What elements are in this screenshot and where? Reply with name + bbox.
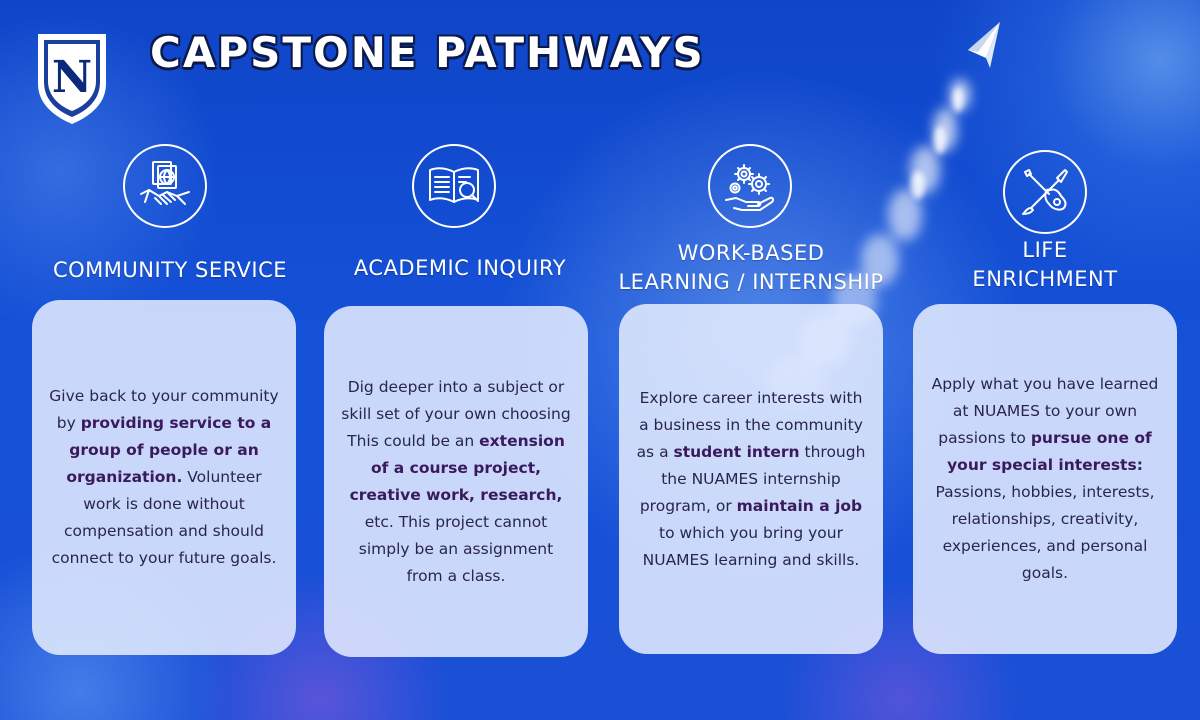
bold-text-segment: pursue one of your special interests:: [947, 429, 1152, 474]
life-enrichment-icon-circle: [1003, 150, 1087, 234]
work-based-card: Explore career interests with a business…: [619, 304, 883, 654]
heading-line: ENRICHMENT: [972, 267, 1118, 291]
life-enrichment-card: Apply what you have learned at NUAMES to…: [913, 304, 1177, 654]
academic-inquiry-heading: ACADEMIC INQUIRY: [310, 254, 610, 283]
work-based-icon-circle: [708, 144, 792, 228]
text-segment: Give back to your community by: [49, 387, 279, 432]
community-service-icon-circle: [123, 144, 207, 228]
card-description: Give back to your community by providing…: [48, 383, 280, 572]
bold-text-segment: student intern: [673, 442, 800, 461]
text-segment: Dig deeper into a subject or skill set o…: [341, 377, 571, 450]
guitar-brush-icon: [1022, 169, 1068, 215]
text-segment: Volunteer work is done without compensat…: [51, 468, 277, 567]
gears-hand-icon: [725, 164, 775, 211]
text-segment: etc. This project cannot simply be an as…: [358, 512, 554, 585]
text-segment: to which you bring your NUAMES learning …: [642, 523, 860, 569]
text-segment: through the NUAMES internship program, o…: [639, 442, 866, 515]
heading-line: ACADEMIC INQUIRY: [353, 256, 567, 280]
text-segment: Apply what you have learned at NUAMES to…: [931, 375, 1159, 447]
heading-line: WORK-BASED: [677, 241, 825, 265]
community-service-card: Give back to your community by providing…: [32, 300, 296, 655]
community-service-heading: COMMUNITY SERVICE: [20, 256, 320, 285]
paper-plane-icon: [968, 22, 1000, 68]
work-based-heading: WORK-BASED LEARNING / INTERNSHIP: [604, 239, 898, 297]
logo-letter: N: [52, 52, 92, 103]
card-description: Dig deeper into a subject or skill set o…: [340, 374, 572, 590]
heading-line: LEARNING / INTERNSHIP: [618, 270, 884, 294]
academic-inquiry-card: Dig deeper into a subject or skill set o…: [324, 306, 588, 657]
heading-line: COMMUNITY SERVICE: [52, 258, 288, 282]
book-magnifier-icon: [429, 167, 479, 203]
text-segment: Explore career interests with a business…: [636, 388, 863, 461]
page-title: CAPSTONE PATHWAYS: [150, 28, 705, 77]
text-segment: Passions, hobbies, interests, relationsh…: [935, 483, 1155, 582]
bold-text-segment: providing service to a group of people o…: [66, 414, 272, 486]
handshake-globe-icon: [140, 161, 190, 205]
card-description: Explore career interests with a business…: [635, 385, 867, 574]
life-enrichment-heading: LIFE ENRICHMENT: [920, 236, 1170, 294]
card-description: Apply what you have learned at NUAMES to…: [929, 371, 1161, 587]
academic-inquiry-icon-circle: [412, 144, 496, 228]
school-shield-logo: N: [38, 34, 106, 124]
heading-line: LIFE: [1022, 238, 1068, 262]
bold-text-segment: extension of a course project, creative …: [349, 431, 565, 504]
bold-text-segment: maintain a job: [736, 496, 863, 515]
